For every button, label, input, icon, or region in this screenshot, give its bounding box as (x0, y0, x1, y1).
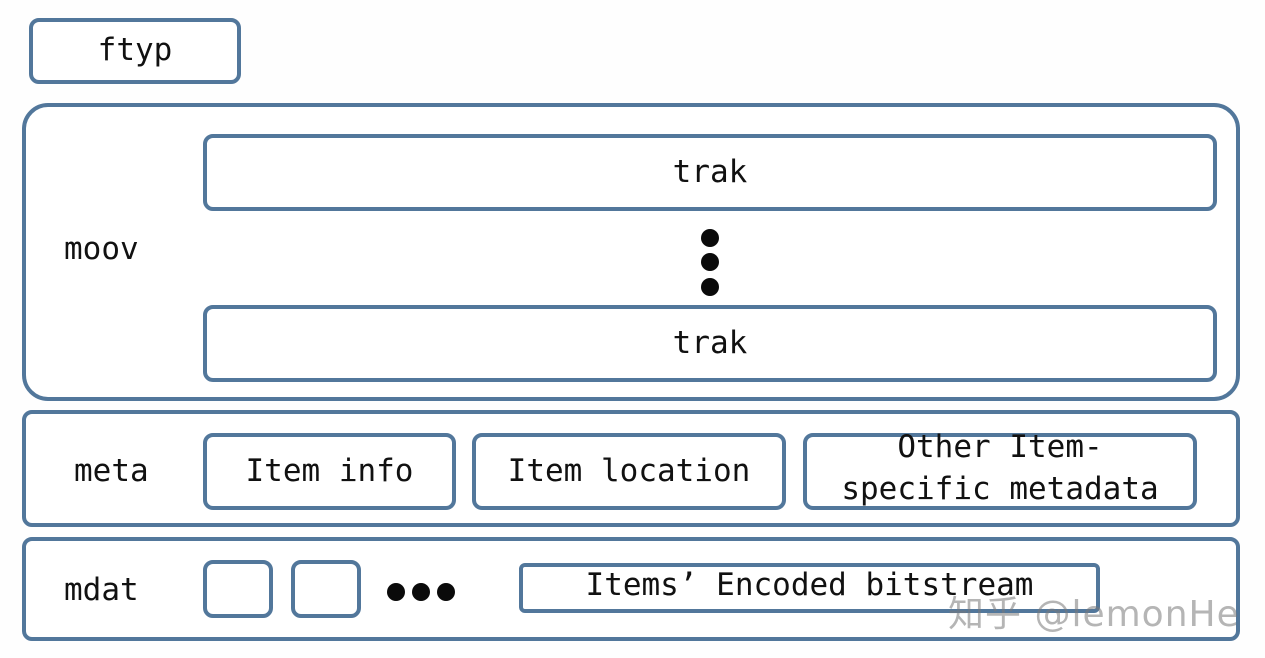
mdat-label: mdat (64, 572, 139, 608)
item-location-label: Item location (507, 452, 751, 489)
meta-label: meta (74, 453, 149, 489)
trak-box-last: trak (203, 305, 1217, 382)
ellipsis-dot (701, 278, 719, 296)
ftyp-box: ftyp (29, 18, 241, 84)
watermark: 知乎 @lemonHe (948, 594, 1240, 635)
ellipsis-dot (437, 583, 455, 601)
item-data-square (203, 560, 273, 618)
ellipsis-dot (701, 229, 719, 247)
item-location-box: Item location (472, 433, 786, 510)
ellipsis-dot (387, 583, 405, 601)
other-item-metadata-box: Other Item- specific metadata (803, 429, 1197, 510)
ellipsis-dot (701, 253, 719, 271)
trak-box-first: trak (203, 134, 1217, 211)
other-item-metadata-label: Other Item- specific metadata (841, 428, 1159, 507)
trak-label-last: trak (672, 324, 748, 361)
encoded-bitstream-label: Items’ Encoded bitstream (585, 567, 1034, 604)
moov-label: moov (64, 231, 139, 267)
ftyp-label: ftyp (97, 32, 173, 69)
trak-label-first: trak (672, 153, 748, 190)
ellipsis-dot (412, 583, 430, 601)
item-info-box: Item info (203, 433, 456, 510)
encoded-bitstream-box: Items’ Encoded bitstream (519, 563, 1100, 613)
item-data-square (291, 560, 361, 618)
item-info-label: Item info (245, 452, 414, 489)
